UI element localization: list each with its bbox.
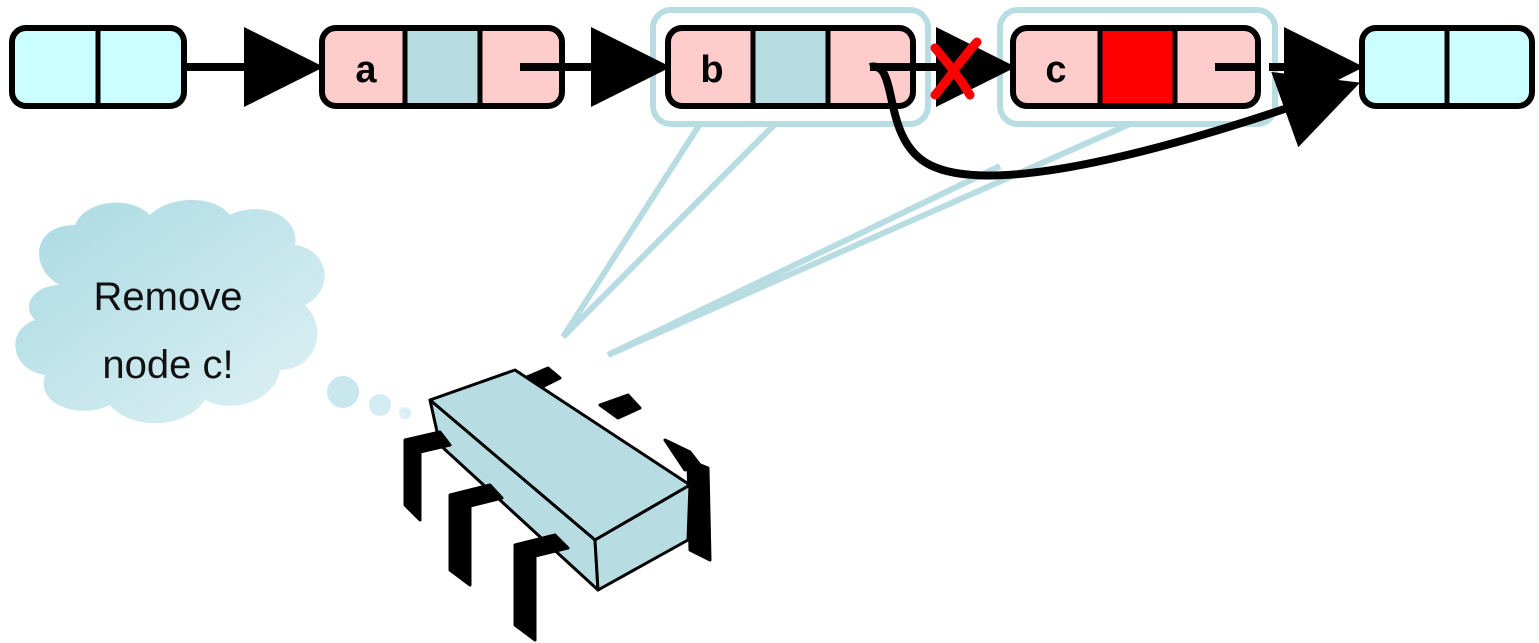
thought-line-2: node c! <box>102 343 233 387</box>
processor-attention-lines <box>563 124 1130 355</box>
tail-sentinel <box>1362 28 1532 106</box>
node-c-label: c <box>1045 49 1066 91</box>
node-b-label: b <box>700 49 723 91</box>
processor-chip-icon <box>405 368 710 640</box>
thought-line-1: Remove <box>94 275 243 319</box>
thought-cloud-icon: Remove node c! <box>15 200 411 423</box>
node-a-label: a <box>355 49 377 91</box>
head-sentinel <box>12 28 184 106</box>
